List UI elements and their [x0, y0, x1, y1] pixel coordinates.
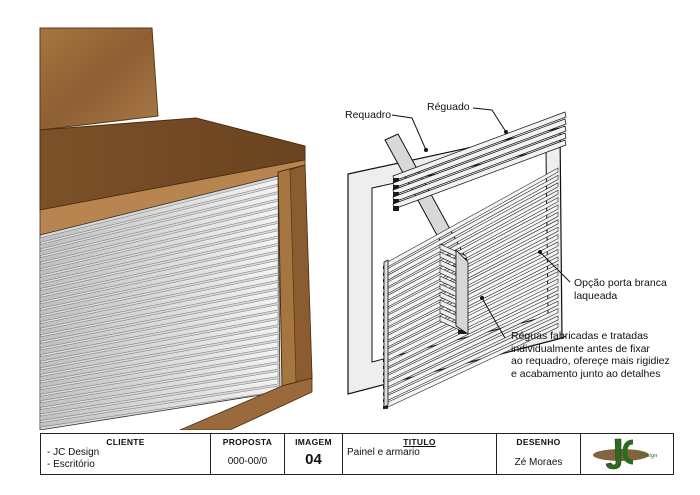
slat — [39, 356, 279, 402]
callout-requadro: Requadro — [345, 109, 392, 121]
slat — [39, 237, 279, 296]
jc-design-logo: Design — [593, 438, 657, 470]
leader-requadro — [391, 114, 427, 151]
slat — [383, 259, 389, 408]
slat — [39, 200, 279, 263]
section-slats — [439, 243, 469, 335]
cliente-line: - Escritório — [47, 459, 95, 470]
slat — [39, 274, 279, 329]
desenho-label: DESENHO — [516, 437, 561, 447]
titulo-cell: TITULO Painel e armario — [343, 434, 497, 474]
slat — [39, 208, 279, 270]
slat — [39, 326, 279, 375]
slat — [39, 267, 279, 322]
slat — [455, 249, 469, 335]
slat — [393, 178, 399, 183]
exploded-assembly — [347, 107, 571, 410]
leader-reguas — [481, 297, 506, 339]
slat — [39, 289, 279, 342]
slat — [39, 378, 279, 421]
cabinet-back-panel — [39, 27, 159, 131]
slat — [39, 245, 279, 303]
cabinet-top — [39, 117, 306, 211]
slat — [39, 230, 279, 289]
slat — [383, 405, 388, 409]
slat — [39, 304, 279, 355]
titulo-value: Painel e armario — [347, 447, 420, 458]
slat — [458, 330, 466, 334]
titulo-label: TITULO — [403, 437, 436, 447]
cabinet-bottom-rail — [179, 377, 313, 430]
desenho-value: Zé Moraes — [514, 457, 563, 468]
title-block: CLIENTE - JC Design - Escritório PROPOST… — [40, 433, 674, 475]
cliente-label: CLIENTE — [106, 437, 145, 447]
slat — [393, 185, 399, 190]
cliente-line: - JC Design — [47, 447, 100, 458]
imagem-label: IMAGEM — [295, 437, 332, 447]
proposta-cell: PROPOSTA 000-00/0 — [211, 434, 285, 474]
cabinet-render — [39, 27, 313, 430]
slat — [39, 297, 279, 349]
slat — [393, 192, 399, 197]
logo-cell: Design — [581, 434, 673, 474]
desenho-cell: DESENHO Zé Moraes — [497, 434, 581, 474]
slat — [39, 334, 279, 382]
proposta-value: 000-00/0 — [227, 456, 268, 467]
callout-line: individualmente antes de fixar — [511, 342, 650, 355]
callout-reguas: Réguas fabricadas e tratadas individualm… — [511, 330, 696, 380]
front-door-slats — [383, 167, 559, 410]
technical-drawing — [39, 27, 571, 430]
slats-group — [39, 178, 279, 428]
slat — [39, 371, 279, 415]
slat — [393, 199, 399, 204]
logo-word: Design — [638, 452, 657, 459]
imagem-value: 04 — [305, 451, 322, 468]
cliente-cell: CLIENTE - JC Design - Escritório — [41, 434, 211, 474]
callout-opcao-porta: Opção porta branca laqueada — [574, 277, 694, 302]
callout-line: Opção porta branca — [574, 277, 667, 289]
leader-opcao — [539, 251, 571, 283]
slat — [39, 282, 279, 336]
leader-reguado — [472, 107, 507, 133]
slat — [39, 260, 279, 316]
slat — [39, 341, 279, 388]
slat — [39, 223, 279, 283]
slat — [39, 215, 279, 276]
slat — [39, 363, 279, 408]
callout-reguado: Réguado — [427, 101, 470, 113]
callout-line: ao requadro, ofereçe mais rigidiez — [511, 355, 670, 367]
callout-line: Réguas fabricadas e tratadas — [511, 330, 649, 342]
slat — [393, 206, 399, 211]
callout-line: e acabamento junto ao detalhes — [511, 367, 661, 380]
slat — [39, 348, 279, 395]
reguado-slats — [392, 111, 567, 211]
slat — [39, 319, 279, 369]
slat — [39, 252, 279, 309]
slat — [39, 311, 279, 362]
slat — [39, 193, 279, 256]
proposta-label: PROPOSTA — [222, 437, 273, 447]
callout-line: laqueada — [574, 289, 618, 302]
imagem-cell: IMAGEM 04 — [285, 434, 343, 474]
